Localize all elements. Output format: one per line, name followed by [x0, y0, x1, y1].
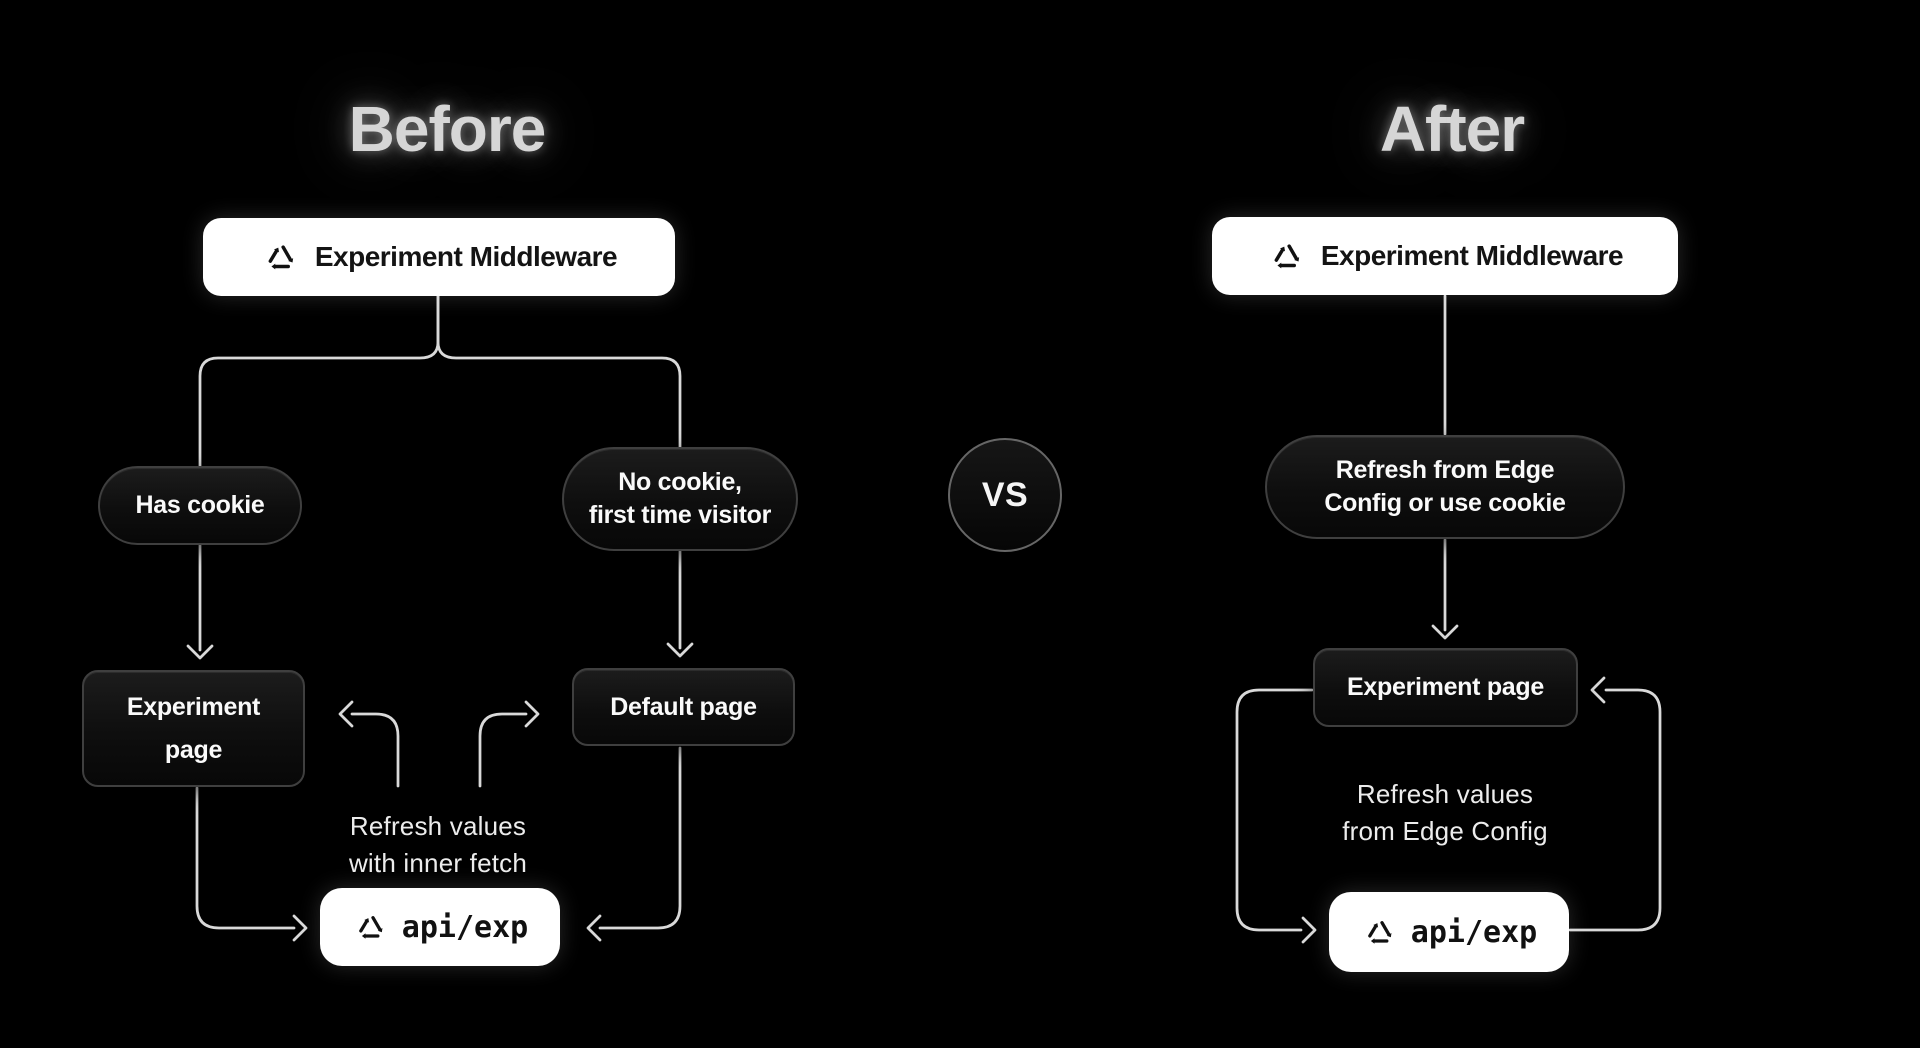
after-middleware-label: Experiment Middleware: [1320, 240, 1624, 271]
cycle-arrows-icon: [358, 916, 383, 939]
refresh-note-after-line1: Refresh values: [1356, 779, 1534, 809]
before-title: Before: [348, 93, 547, 165]
refresh-note-before: Refresh values with inner fetch: [288, 808, 588, 882]
before-middleware-label: Experiment Middleware: [314, 241, 618, 272]
arrowhead-pill-to-experiment: [1431, 624, 1459, 640]
has-cookie-pill: Has cookie: [98, 466, 302, 545]
arrowhead-loop-right: [1590, 676, 1606, 704]
arrowhead-experiment-to-api: [292, 914, 308, 942]
vs-badge: VS: [948, 438, 1062, 552]
default-page-node: Default page: [572, 668, 795, 746]
cycle-arrows-icon: [268, 245, 294, 270]
api-exp-node-before: api/exp: [320, 888, 560, 966]
cycle-arrows-icon: [1367, 921, 1392, 944]
after-middleware-node: Experiment Middleware: [1212, 217, 1678, 295]
has-cookie-label: Has cookie: [135, 491, 265, 519]
refresh-pill-line1: Refresh from Edge: [1335, 456, 1555, 484]
arrowhead-default-to-api: [586, 914, 602, 942]
experiment-page-line2: page: [164, 735, 223, 764]
after-title: After: [1379, 93, 1525, 165]
before-middleware-node: Experiment Middleware: [203, 218, 675, 296]
arrowhead-loop-left: [1301, 916, 1317, 944]
arrowhead-to-default-page: [666, 642, 694, 658]
edge-default-to-api: [598, 746, 682, 930]
refresh-note-after: Refresh values from Edge Config: [1295, 776, 1595, 850]
api-exp-label-after: api/exp: [1410, 914, 1538, 950]
no-cookie-line2: first time visitor: [588, 501, 772, 529]
no-cookie-line1: No cookie,: [618, 468, 742, 496]
edge-loop-left: [1235, 688, 1314, 932]
edge-middleware-split-left: [198, 294, 440, 652]
refresh-edge-config-pill: Refresh from Edge Config or use cookie: [1265, 435, 1625, 539]
experiment-page-node-after: Experiment page: [1313, 648, 1578, 727]
cycle-arrows-icon: [1274, 244, 1300, 269]
edge-experiment-to-api: [195, 786, 296, 930]
experiment-page-node-before: Experiment page: [82, 670, 305, 787]
api-exp-label-before: api/exp: [401, 909, 529, 945]
arrowhead-refresh-to-experiment: [338, 700, 354, 728]
experiment-page-label-after: Experiment page: [1347, 673, 1544, 701]
experiment-page-line1: Experiment: [126, 692, 261, 721]
edge-middleware-split-right: [436, 294, 682, 650]
refresh-pill-line2: Config or use cookie: [1324, 489, 1566, 517]
edge-loop-right: [1568, 688, 1662, 932]
refresh-note-after-line2: from Edge Config: [1342, 816, 1548, 846]
refresh-note-before-line1: Refresh values: [349, 811, 527, 841]
default-page-label: Default page: [610, 692, 757, 721]
arrowhead-refresh-to-default: [524, 700, 540, 728]
api-exp-node-after: api/exp: [1329, 892, 1569, 972]
edge-refresh-to-default: [478, 712, 528, 788]
no-cookie-pill: No cookie, first time visitor: [562, 447, 798, 551]
refresh-note-before-line2: with inner fetch: [348, 848, 528, 878]
edge-refresh-to-experiment: [350, 712, 400, 788]
vs-label: VS: [981, 475, 1029, 514]
arrowhead-to-experiment-page: [186, 644, 214, 660]
